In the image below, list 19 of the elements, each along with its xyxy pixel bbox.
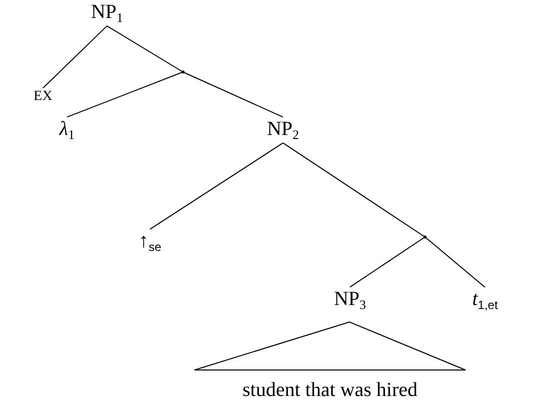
tree-branch [42, 25, 108, 88]
branch-point [424, 236, 426, 238]
tree-label: ↑$_{se}$ [138, 231, 162, 253]
tree-branch [350, 236, 426, 288]
tree-label: NP$_{3}$ [334, 289, 366, 311]
branch-point [182, 70, 184, 74]
tree-branch [424, 236, 486, 288]
tree-branch [106, 25, 184, 72]
tree-branch [150, 142, 284, 230]
tree-branch [182, 72, 284, 118]
tree-branch [282, 142, 426, 238]
tree-label: NP$_{2}$ [266, 119, 300, 141]
tree-label: EX [34, 90, 52, 104]
tree-label: t$_{1,et}$ [472, 289, 498, 311]
tree-branch [66, 72, 184, 118]
triangle [194, 322, 466, 370]
tree-label: λ$_{1}$ [59, 119, 75, 141]
tree-label: NP$_{1}$ [90, 2, 124, 24]
terminal-string: student that was hired [242, 380, 418, 400]
